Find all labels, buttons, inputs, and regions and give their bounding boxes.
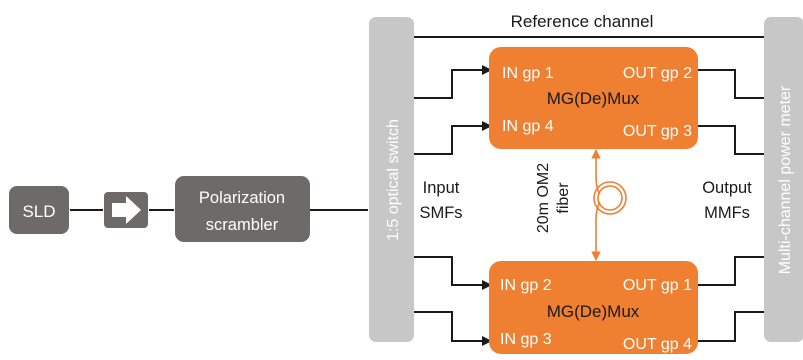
mux-bottom-name: MG(De)Mux [547, 302, 640, 321]
sld-source: SLD [9, 186, 69, 234]
mux-top-out-b: OUT gp 3 [623, 123, 692, 140]
output-mmfs-label-line2: MMFs [704, 204, 750, 222]
connection-lines [70, 36, 764, 342]
mux-bottom-out-a: OUT gp 1 [623, 277, 692, 294]
mux-top-out-a: OUT gp 2 [623, 65, 692, 82]
polarization-scrambler: Polarization scrambler [175, 176, 310, 242]
input-smfs-label-line2: SMFs [419, 204, 462, 222]
input-arrowheads [482, 65, 492, 346]
fiber-label-line2: fiber [555, 182, 572, 214]
sld-label: SLD [22, 202, 55, 221]
reference-channel-label: Reference channel [511, 12, 654, 31]
scrambler-label-line2: scrambler [206, 216, 279, 234]
mux-top-in-b: IN gp 4 [502, 118, 554, 135]
mux-bottom: IN gp 2 OUT gp 1 MG(De)Mux IN gp 3 OUT g… [489, 261, 698, 354]
fiber-spool-icon [593, 175, 627, 220]
isolator [104, 192, 148, 228]
power-meter: Multi-channel power meter [764, 17, 803, 342]
arrow-right-icon [112, 196, 141, 224]
mux-top: IN gp 1 OUT gp 2 MG(De)Mux IN gp 4 OUT g… [489, 47, 698, 149]
mux-bottom-in-b: IN gp 3 [500, 331, 552, 348]
power-meter-label: Multi-channel power meter [777, 85, 794, 274]
mux-bottom-in-a: IN gp 2 [500, 277, 552, 294]
fiber-link [591, 149, 627, 261]
input-smfs-label-line1: Input [423, 179, 460, 197]
optical-switch: 1:5 optical switch [369, 17, 414, 342]
fiber-label-line1: 20m OM2 [535, 163, 552, 233]
mux-top-name: MG(De)Mux [547, 89, 640, 108]
switch-label: 1:5 optical switch [385, 119, 402, 241]
scrambler-label-line1: Polarization [199, 189, 285, 207]
output-mmfs-label-line1: Output [702, 179, 752, 197]
mux-bottom-out-b: OUT gp 4 [623, 336, 692, 353]
mux-top-in-a: IN gp 1 [502, 65, 554, 82]
